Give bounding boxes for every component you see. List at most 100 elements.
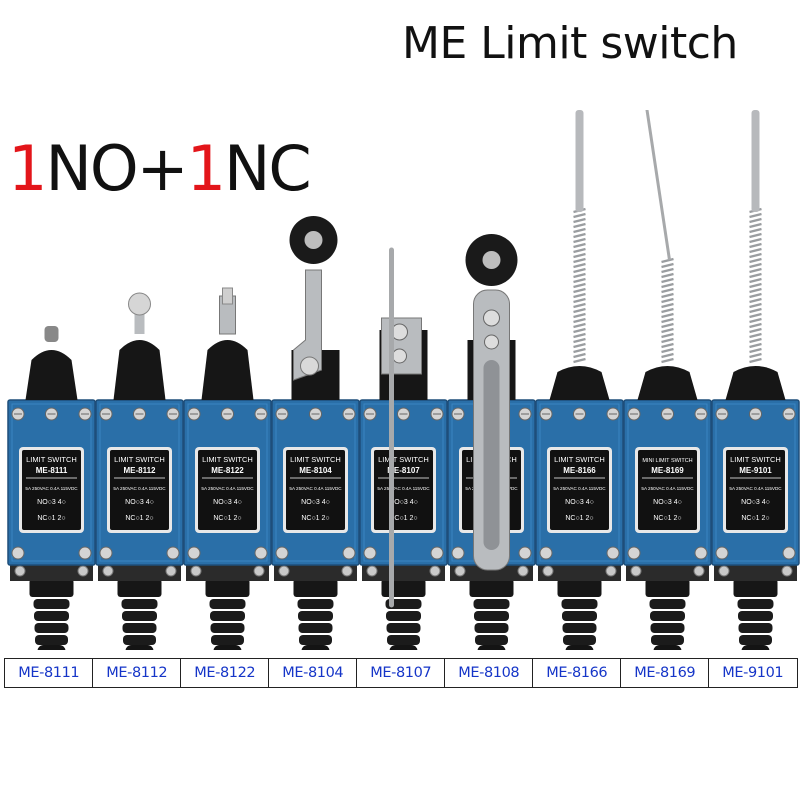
base-flange bbox=[98, 563, 181, 581]
mount-screw bbox=[451, 546, 465, 560]
adjustable-roller-lever-actuator bbox=[465, 234, 518, 571]
contact-configuration: 1NO+1NC bbox=[8, 132, 312, 212]
actuator-rod bbox=[751, 110, 760, 212]
plate-nc-contacts: NC○1 2○ bbox=[125, 515, 153, 522]
base-flange bbox=[186, 563, 269, 581]
mount-screw bbox=[782, 546, 796, 560]
model-label-me-8108: ME-8108 bbox=[444, 658, 534, 688]
mount-screw bbox=[694, 546, 708, 560]
plate-rating: 5A 250VAC 0.4A 115VDC bbox=[729, 486, 782, 491]
plate-rating: 5A 250VAC 0.4A 115VDC bbox=[553, 486, 606, 491]
mount-screw bbox=[363, 546, 377, 560]
lever-arm bbox=[293, 269, 322, 381]
plate-model: ME-8166 bbox=[563, 466, 596, 475]
spring-rod-long-actuator bbox=[725, 110, 786, 400]
cross-roller-actuator bbox=[201, 287, 254, 400]
model-label-me-8107: ME-8107 bbox=[356, 658, 446, 688]
mount-screw bbox=[187, 546, 201, 560]
base-flange bbox=[10, 563, 93, 581]
model-label-me-8111: ME-8111 bbox=[4, 658, 94, 688]
cable-gland bbox=[205, 579, 250, 650]
plate-nc-contacts: NC○1 2○ bbox=[301, 515, 329, 522]
model-label-me-8169: ME-8169 bbox=[620, 658, 710, 688]
mount-screw bbox=[78, 546, 92, 560]
base-flange bbox=[362, 563, 445, 581]
rubber-boot bbox=[637, 366, 698, 400]
plate-nc-contacts: NC○1 2○ bbox=[741, 515, 769, 522]
roller-wheel bbox=[128, 292, 151, 316]
nameplate: LIMIT SWITCH ME-8112 5A 250VAC 0.4A 115VDC… bbox=[107, 447, 172, 533]
no-text: NO+ bbox=[45, 132, 188, 205]
rod-lever-actuator bbox=[379, 247, 428, 608]
mount-screw bbox=[606, 546, 620, 560]
nameplate: LIMIT SWITCH ME-8104 5A 250VAC 0.4A 115VDC… bbox=[283, 447, 348, 533]
model-label-me-8112: ME-8112 bbox=[92, 658, 182, 688]
plate-heading: LIMIT SWITCH bbox=[114, 455, 165, 464]
limit-switch-me-8112: LIMIT SWITCH ME-8112 5A 250VAC 0.4A 115VDC… bbox=[95, 292, 184, 650]
rubber-boot bbox=[549, 366, 610, 400]
plate-heading: LIMIT SWITCH bbox=[202, 455, 253, 464]
plunger-tip bbox=[44, 326, 59, 342]
plate-heading: LIMIT SWITCH bbox=[290, 455, 341, 464]
plate-heading: LIMIT SWITCH bbox=[26, 455, 77, 464]
roller-lever-actuator bbox=[289, 216, 340, 400]
mount-screw bbox=[166, 546, 180, 560]
rubber-boot bbox=[113, 340, 166, 400]
cable-gland bbox=[557, 579, 602, 650]
plate-no-contacts: NO○3 4○ bbox=[565, 499, 594, 506]
plate-nc-contacts: NC○1 2○ bbox=[653, 515, 681, 522]
nameplate: LIMIT SWITCH ME-9101 5A 250VAC 0.4A 115VDC… bbox=[723, 447, 788, 533]
nc-text: NC bbox=[224, 132, 312, 205]
actuator-rod bbox=[575, 110, 584, 212]
mount-screw bbox=[11, 546, 25, 560]
mount-screw bbox=[99, 546, 113, 560]
plate-model: ME-8111 bbox=[36, 466, 68, 475]
plate-rating: 5A 250VAC 0.4A 115VDC bbox=[377, 486, 430, 491]
cable-gland bbox=[293, 579, 338, 650]
plate-model: ME-8169 bbox=[651, 466, 684, 475]
product-title: ME Limit switch bbox=[402, 18, 738, 69]
mount-screw bbox=[539, 546, 553, 560]
plate-no-contacts: NO○3 4○ bbox=[125, 499, 154, 506]
spring-coil bbox=[749, 207, 762, 364]
plate-heading: MINI LIMIT SWITCH bbox=[642, 458, 692, 464]
plunger-actuator bbox=[25, 326, 78, 400]
mount-screw bbox=[342, 546, 356, 560]
nameplate: LIMIT SWITCH ME-8107 5A 250VAC 0.4A 115VDC… bbox=[371, 447, 436, 533]
limit-switch-me-8104: LIMIT SWITCH ME-8104 5A 250VAC 0.4A 115VDC… bbox=[271, 216, 360, 650]
limit-switch-me-9101: LIMIT SWITCH ME-9101 5A 250VAC 0.4A 115VDC… bbox=[711, 110, 800, 650]
cable-gland bbox=[381, 579, 426, 650]
nc-count: 1 bbox=[186, 132, 226, 205]
plate-rating: 5A 250VAC 0.4A 115VDC bbox=[113, 486, 166, 491]
limit-switch-product-photo: LIMIT SWITCH ME-8111 5A 250VAC 0.4A 115VDC… bbox=[7, 110, 800, 650]
mount-screw bbox=[275, 546, 289, 560]
mount-screw bbox=[627, 546, 641, 560]
cable-gland bbox=[645, 579, 690, 650]
limit-switch-me-8107: LIMIT SWITCH ME-8107 5A 250VAC 0.4A 115VDC… bbox=[359, 247, 448, 650]
cable-gland bbox=[469, 579, 514, 650]
plate-model: ME-8112 bbox=[123, 466, 156, 475]
plate-model: ME-8107 bbox=[387, 466, 420, 475]
plate-heading: LIMIT SWITCH bbox=[730, 455, 781, 464]
rubber-boot bbox=[25, 350, 78, 400]
plate-model: ME-8104 bbox=[299, 466, 332, 475]
plate-heading: LIMIT SWITCH bbox=[378, 455, 429, 464]
cable-gland bbox=[29, 579, 74, 650]
plate-model: ME-8122 bbox=[211, 466, 244, 475]
actuator-wire bbox=[645, 110, 671, 261]
plate-rating: 5A 250VAC 0.4A 115VDC bbox=[289, 486, 342, 491]
spring-coil bbox=[573, 207, 586, 364]
plate-model: ME-9101 bbox=[739, 466, 772, 475]
base-flange bbox=[274, 563, 357, 581]
plate-nc-contacts: NC○1 2○ bbox=[213, 515, 241, 522]
mount-screw bbox=[430, 546, 444, 560]
